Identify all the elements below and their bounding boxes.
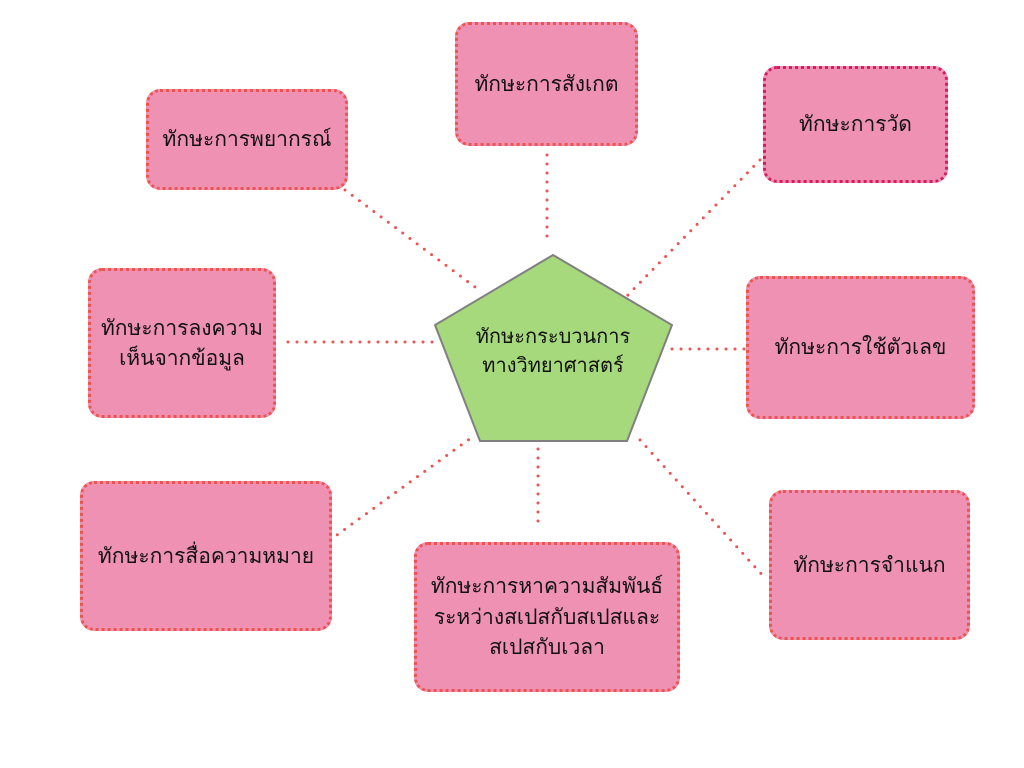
link-predict: [343, 188, 477, 289]
node-observe: ทักษะการสังเกต: [455, 22, 638, 146]
node-space-time: ทักษะการหาความสัมพันธ์ ระหว่างสเปสกับสเป…: [414, 542, 680, 692]
node-communicate: ทักษะการสื่อความหมาย: [80, 481, 332, 631]
node-infer-line2: เห็นจากข้อมูล: [119, 346, 245, 370]
node-space-line3: สเปสกับเวลา: [489, 635, 605, 660]
center-label-line2: ทางวิทยาศาสตร์: [482, 353, 624, 377]
node-classify-label: ทักษะการจำแนก: [793, 552, 946, 577]
node-numbers: ทักษะการใช้ตัวเลข: [746, 276, 975, 419]
node-infer: ทักษะการลงความ เห็นจากข้อมูล: [88, 268, 276, 418]
node-space-line1: ทักษะการหาความสัมพันธ์: [430, 574, 664, 599]
node-classify: ทักษะการจำแนก: [769, 490, 970, 640]
node-predict-label: ทักษะการพยากรณ์: [162, 127, 332, 152]
node-space-line2: ระหว่างสเปสกับสเปสและ: [433, 604, 661, 629]
node-communicate-label: ทักษะการสื่อความหมาย: [97, 543, 315, 568]
node-observe-label: ทักษะการสังเกต: [474, 71, 619, 96]
node-predict: ทักษะการพยากรณ์: [146, 89, 348, 190]
link-communicate: [328, 433, 477, 542]
center-label-line1: ทักษะกระบวนการ: [475, 324, 631, 348]
node-numbers-label: ทักษะการใช้ตัวเลข: [774, 335, 947, 360]
node-measure-label: ทักษะการวัด: [799, 112, 912, 137]
center-pentagon: [433, 253, 674, 442]
link-measure: [623, 158, 762, 300]
node-infer-line1: ทักษะการลงความ: [100, 315, 264, 340]
center-label: ทักษะกระบวนการ ทางวิทยาศาสตร์: [445, 322, 661, 380]
node-measure: ทักษะการวัด: [763, 66, 948, 183]
